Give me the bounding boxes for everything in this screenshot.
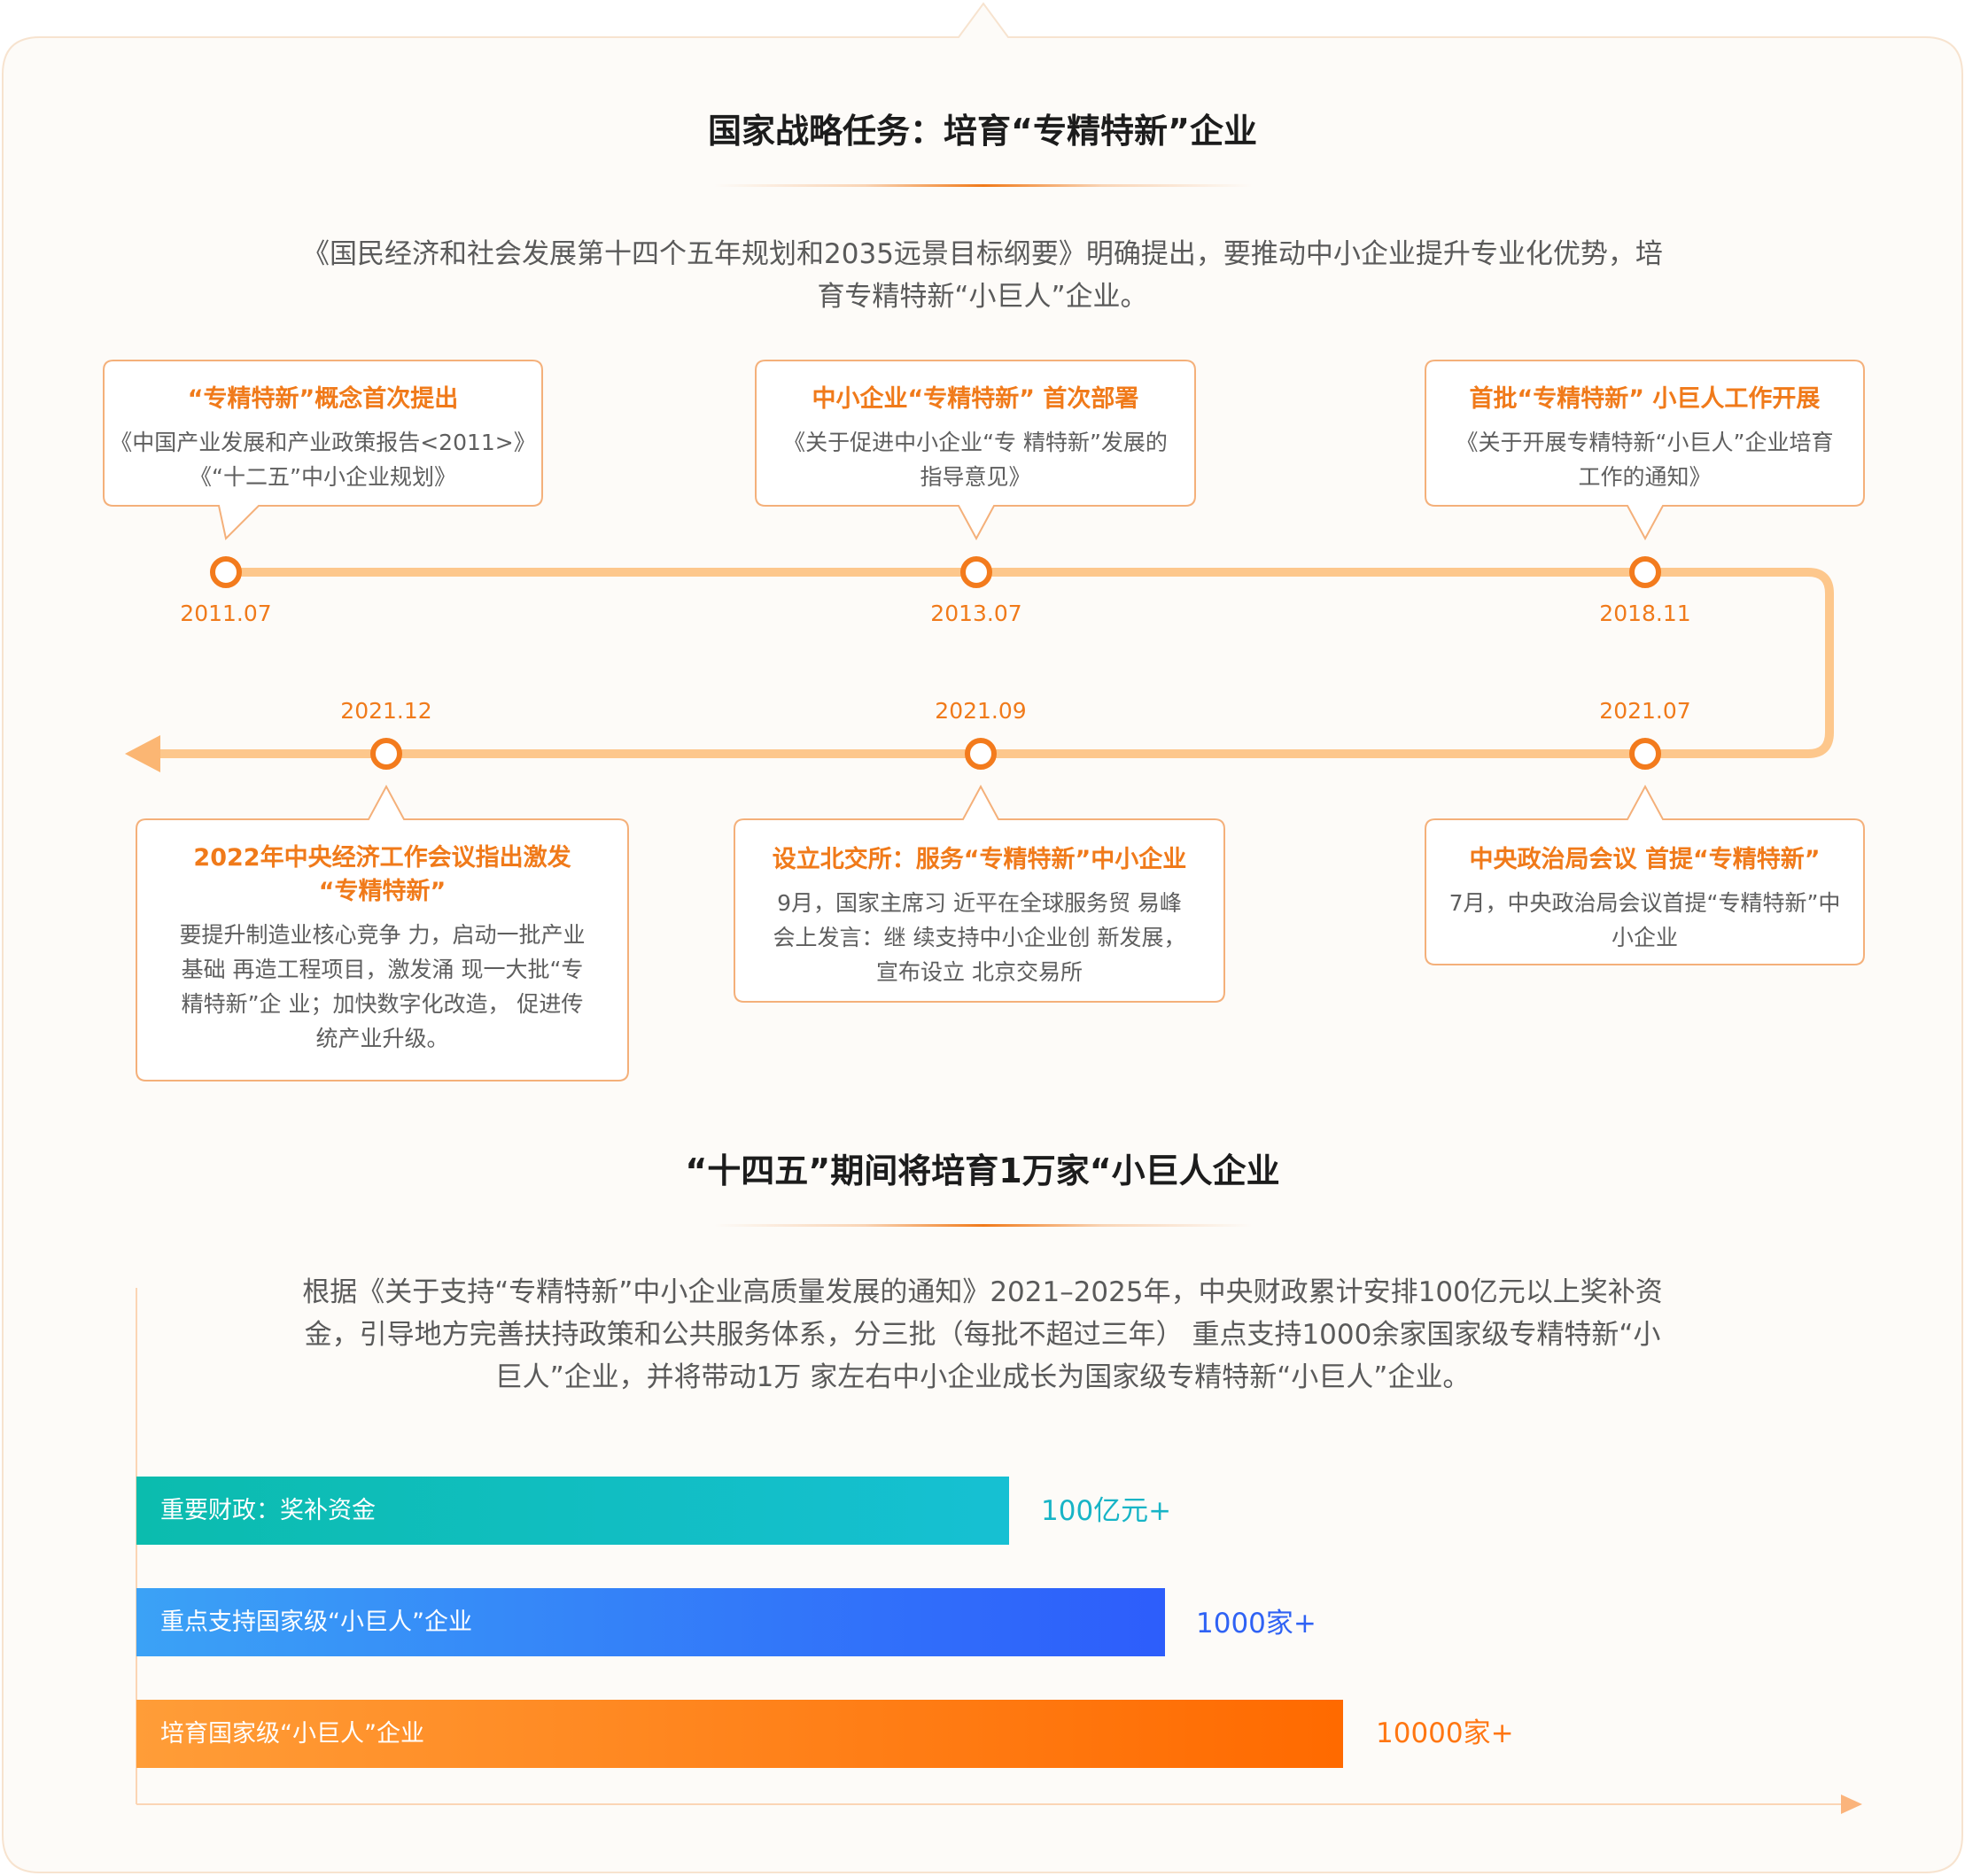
bar-fiscal-award-funds: 重要财政：奖补资金	[136, 1477, 1009, 1545]
timeline-node-2013-07	[960, 556, 992, 588]
callout-2011-07: “专精特新”概念首次提出 《中国产业发展和产业政策报告<2011>》 《“十二五…	[104, 360, 542, 506]
section1-intro: 《国民经济和社会发展第十四个五年规划和2035远景目标纲要》明确提出，要推动中小…	[0, 233, 1965, 318]
callout-2021-07: 中央政治局会议 首提“专精特新” 7月，中央政治局会议首提“专精特新”中 小企业	[1425, 819, 1864, 965]
timeline-date-2018-11: 2018.11	[1599, 601, 1691, 626]
bar-key-support-little-giants: 重点支持国家级“小巨人”企业	[136, 1588, 1165, 1656]
section1-intro-line: 《国民经济和社会发展第十四个五年规划和2035远景目标纲要》明确提出，要推动中小…	[302, 238, 1663, 270]
section2-intro-line: 巨人”企业，并将带动1万 家左右中小企业成长为国家级专精特新“小巨人”企业。	[494, 1361, 1471, 1393]
timeline-date-2013-07: 2013.07	[930, 601, 1022, 626]
timeline-node-2021-12	[370, 738, 402, 770]
timeline-node-2018-11	[1629, 556, 1661, 588]
callout-body-line: 统产业升级。	[315, 1026, 449, 1051]
callout-box-2018-11	[1425, 360, 1865, 541]
bar-value-cultivate-little-giants: 10000家+	[1376, 1717, 1514, 1749]
callout-title: 中小企业“专精特新” 首次部署	[812, 385, 1139, 413]
callout-body-line: 指导意见》	[920, 464, 1031, 490]
callout-body-line: 7月，中央政治局会议首提“专精特新”中	[1449, 890, 1841, 916]
callout-2018-11: 首批“专精特新” 小巨人工作开展 《关于开展专精特新“小巨人”企业培育 工作的通…	[1425, 360, 1864, 506]
callout-body-line: 要提升制造业核心竞争 力，启动一批产业	[179, 922, 586, 948]
callout-body-line: 基础 再造工程项目，激发涌 现一大批“专	[181, 957, 584, 982]
timeline-date-2021-07: 2021.07	[1599, 698, 1691, 724]
callout-title: 2022年中央经济工作会议指出激发	[193, 844, 571, 872]
section2-title: “十四五”期间将培育1万家“小巨人企业	[685, 1151, 1280, 1190]
section2-intro: 根据《关于支持“专精特新”中小企业高质量发展的通知》2021–2025年，中央财…	[0, 1271, 1965, 1399]
callout-body-line: 会上发言：继 续支持中小企业创 新发展，	[773, 925, 1186, 950]
callout-2013-07: 中小企业“专精特新” 首次部署 《关于促进中小企业“专 精特新”发展的 指导意见…	[756, 360, 1195, 506]
timeline-arrow-head-icon	[125, 735, 160, 772]
callout-body-line: 9月，国家主席习 近平在全球服务贸 易峰	[777, 890, 1182, 916]
timeline-track	[151, 568, 1834, 758]
callout-title: “专精特新”概念首次提出	[187, 385, 459, 413]
section2-intro-line: 根据《关于支持“专精特新”中小企业高质量发展的通知》2021–2025年，中央财…	[302, 1276, 1663, 1308]
callout-2021-12: 2022年中央经济工作会议指出激发 “专精特新” 要提升制造业核心竞争 力，启动…	[136, 819, 628, 1081]
callout-box-2013-07	[755, 360, 1196, 541]
callout-title: 设立北交所：服务“专精特新”中小企业	[772, 846, 1187, 873]
callout-box-2011-07	[103, 360, 543, 541]
callout-body-line: 小企业	[1611, 925, 1678, 950]
bar-value-key-support-little-giants: 1000家+	[1196, 1608, 1316, 1640]
section2-title-underline	[714, 1224, 1253, 1227]
bar-value-fiscal-award-funds: 100亿元+	[1041, 1495, 1172, 1527]
callout-2021-09: 设立北交所：服务“专精特新”中小企业 9月，国家主席习 近平在全球服务贸 易峰 …	[734, 819, 1224, 1002]
callout-body: 《关于开展专精特新“小巨人”企业培育 工作的通知》	[1425, 425, 1864, 494]
bar-cultivate-little-giants: 培育国家级“小巨人”企业	[136, 1700, 1343, 1768]
callout-body-line: 宣布设立 北京交易所	[876, 959, 1083, 985]
callout-body-line: 《关于开展专精特新“小巨人”企业培育	[1456, 430, 1834, 455]
callout-box-2021-09	[734, 784, 1225, 1003]
callout-title: 中央政治局会议 首提“专精特新”	[1469, 846, 1821, 873]
bar-axis-arrow-icon	[1841, 1795, 1862, 1814]
timeline-date-2021-09: 2021.09	[935, 698, 1027, 724]
callout-body: 要提升制造业核心竞争 力，启动一批产业 基础 再造工程项目，激发涌 现一大批“专…	[136, 918, 628, 1056]
timeline-node-2021-07	[1629, 738, 1661, 770]
timeline-date-2011-07: 2011.07	[180, 601, 272, 626]
timeline-node-2011-07	[210, 556, 242, 588]
callout-body-line: 《“十二五”中小企业规划》	[190, 464, 456, 490]
callout-box-2021-07	[1425, 784, 1865, 965]
callout-box-2021-12	[136, 784, 629, 1081]
callout-body-line: 《关于促进中小企业“专 精特新”发展的	[783, 430, 1168, 455]
callout-body-line: 工作的通知》	[1578, 464, 1712, 490]
callout-body: 7月，中央政治局会议首提“专精特新”中 小企业	[1425, 886, 1864, 955]
callout-title: “专精特新”	[318, 878, 447, 905]
section1-title: 国家战略任务：培育“专精特新”企业	[708, 112, 1257, 151]
callout-body: 9月，国家主席习 近平在全球服务贸 易峰 会上发言：继 续支持中小企业创 新发展…	[734, 886, 1224, 989]
callout-body: 《关于促进中小企业“专 精特新”发展的 指导意见》	[756, 425, 1195, 494]
callout-body: 《中国产业发展和产业政策报告<2011>》 《“十二五”中小企业规划》	[104, 425, 542, 494]
callout-title: 首批“专精特新” 小巨人工作开展	[1469, 385, 1821, 413]
section2-intro-line: 金，引导地方完善扶持政策和公共服务体系，分三批（每批不超过三年） 重点支持100…	[304, 1319, 1661, 1351]
timeline-node-2021-09	[965, 738, 997, 770]
timeline-date-2021-12: 2021.12	[340, 698, 432, 724]
callout-body-line: 精特新”企 业；加快数字化改造， 促进传	[181, 991, 584, 1017]
section1-intro-line: 育专精特新“小巨人”企业。	[817, 281, 1148, 313]
callout-body-line: 《中国产业发展和产业政策报告<2011>》	[110, 430, 536, 455]
section1-title-underline	[714, 184, 1253, 187]
